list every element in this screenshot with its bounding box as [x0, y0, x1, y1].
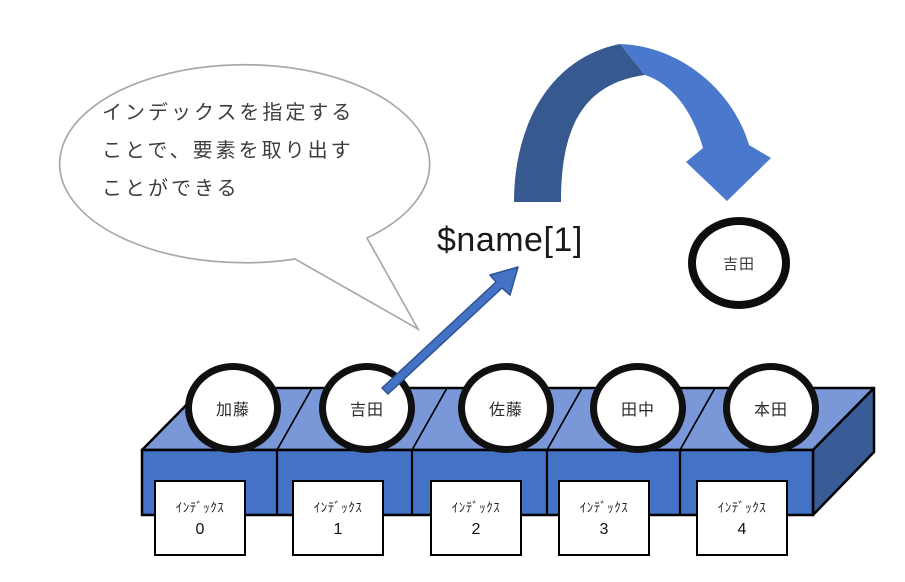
element-circle: 田中: [590, 363, 686, 453]
result-circle: 吉田: [688, 217, 790, 309]
code-label: $name[1]: [437, 221, 583, 259]
element-name: 佐藤: [488, 402, 523, 419]
index-caption: ｲﾝﾃﾞｯｸｽ: [717, 500, 767, 515]
straight-arrow-outline: [381, 266, 519, 395]
callout-line: ことで、要素を取り出す: [102, 140, 354, 162]
curved-arrow-light-segment: [620, 44, 771, 201]
element-circle: 吉田: [319, 363, 415, 453]
speech-bubble: [58, 63, 431, 332]
index-caption: ｲﾝﾃﾞｯｸｽ: [313, 500, 363, 515]
index-value: 0: [195, 521, 205, 538]
index-label: ｲﾝﾃﾞｯｸｽ 2: [430, 480, 522, 556]
straight-arrow: [382, 267, 518, 394]
callout-text: インデックスを指定する ことで、要素を取り出す ことができる: [102, 94, 442, 208]
array-top-seam-line: [411, 387, 448, 451]
index-label: ｲﾝﾃﾞｯｸｽ 0: [154, 480, 246, 556]
index-caption: ｲﾝﾃﾞｯｸｽ: [451, 500, 501, 515]
index-caption: ｲﾝﾃﾞｯｸｽ: [175, 500, 225, 515]
element-circle: 佐藤: [458, 363, 554, 453]
callout-line: ことができる: [102, 178, 240, 200]
element-circle: 加藤: [185, 363, 281, 453]
index-value: 3: [599, 521, 609, 538]
array-top-seam-line: [679, 387, 716, 451]
curved-arrow-dark-segment: [514, 44, 645, 202]
index-value: 2: [471, 521, 481, 538]
index-label: ｲﾝﾃﾞｯｸｽ 4: [696, 480, 788, 556]
callout-line: インデックスを指定する: [102, 102, 355, 124]
array-top-seam-line: [546, 387, 583, 451]
element-name: 本田: [753, 402, 788, 419]
element-circle: 本田: [723, 363, 819, 453]
result-name: 吉田: [722, 255, 755, 273]
element-name: 加藤: [215, 402, 250, 419]
index-label: ｲﾝﾃﾞｯｸｽ 1: [292, 480, 384, 556]
element-name: 田中: [620, 402, 655, 419]
index-label: ｲﾝﾃﾞｯｸｽ 3: [558, 480, 650, 556]
index-value: 4: [737, 521, 747, 538]
index-value: 1: [333, 521, 343, 538]
index-caption: ｲﾝﾃﾞｯｸｽ: [579, 500, 629, 515]
array-top-seam-line: [276, 387, 313, 451]
element-name: 吉田: [349, 402, 384, 419]
